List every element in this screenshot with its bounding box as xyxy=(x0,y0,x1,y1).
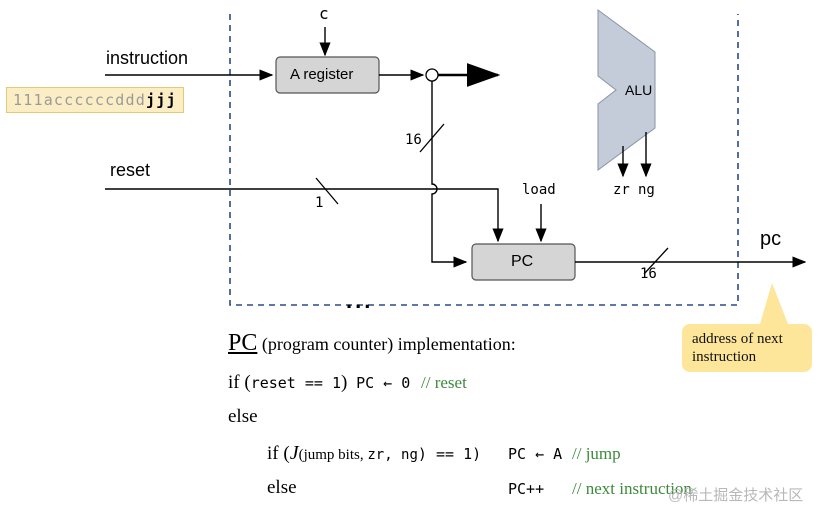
bus-width-a-label: 16 xyxy=(405,132,422,148)
callout-line-1: address of next xyxy=(692,331,783,347)
callout-tail xyxy=(760,283,788,324)
line3-close: ) == 1) xyxy=(417,445,482,463)
load-label: load xyxy=(522,182,556,198)
pseudocode-title: PC (program counter) implementation: xyxy=(228,330,516,357)
pc-box-label: PC xyxy=(511,253,534,270)
watermark: @稀土掘金技术社区 xyxy=(668,487,804,504)
reset-width-label: 1 xyxy=(315,195,324,211)
pseudocode-line-2: else xyxy=(228,406,258,427)
line1-assign: PC ← 0 xyxy=(356,374,411,392)
line3-j: J xyxy=(289,442,299,464)
instruction-bits-jump: jjj xyxy=(146,91,177,109)
pseudocode-line-4: else xyxy=(267,477,297,498)
line3-args-open: (jump bits, xyxy=(298,447,368,463)
bus-slash-reset xyxy=(315,177,339,205)
pseudocode-title-pc: PC xyxy=(228,330,258,356)
line4-assign: PC++ xyxy=(508,480,545,498)
line1-comment: // reset xyxy=(421,373,467,392)
bus-slash-a xyxy=(419,123,445,153)
zr-label: zr xyxy=(613,182,630,198)
line3-args-code: zr, ng xyxy=(367,447,418,463)
pseudocode-line-1: if (reset == 1) PC ← 0 // reset xyxy=(228,372,467,394)
instruction-bits-control: 111accccccddd xyxy=(13,91,146,109)
reset-label: reset xyxy=(110,160,151,180)
pc-out-label: pc xyxy=(760,228,782,250)
bus-slash-pc xyxy=(643,247,669,275)
instruction-bits: 111accccccdddjjj xyxy=(6,87,184,113)
a-to-pc-wire xyxy=(431,81,468,268)
cpu-boundary xyxy=(229,14,739,306)
line1-if: if ( xyxy=(228,372,251,393)
pseudocode-line-3: if (J(jump bits, zr, ng) == 1) xyxy=(267,442,481,465)
line3-comment: // jump xyxy=(572,444,621,463)
alu-label: ALU xyxy=(625,82,653,98)
ellipsis: ... xyxy=(346,288,374,313)
pc-width-label: 16 xyxy=(640,266,657,282)
junction-circle xyxy=(425,68,439,82)
callout-line-2: instruction xyxy=(692,349,757,365)
c-label: c xyxy=(319,4,329,23)
line1-close: ) xyxy=(341,372,348,393)
line4-comment: // next instruction xyxy=(572,479,692,498)
a-register-label: A register xyxy=(290,66,354,83)
ng-label: ng xyxy=(638,182,655,198)
line3-if: if ( xyxy=(267,443,290,464)
line1-cond: reset == 1 xyxy=(250,374,341,392)
address-callout: address of next instruction xyxy=(682,324,812,372)
reset-wire xyxy=(105,188,504,243)
pseudocode-title-rest: (program counter) implementation: xyxy=(257,334,516,354)
instruction-label: instruction xyxy=(106,48,189,68)
alu-shape xyxy=(597,9,656,171)
line3-assign: PC ← A xyxy=(508,445,563,463)
